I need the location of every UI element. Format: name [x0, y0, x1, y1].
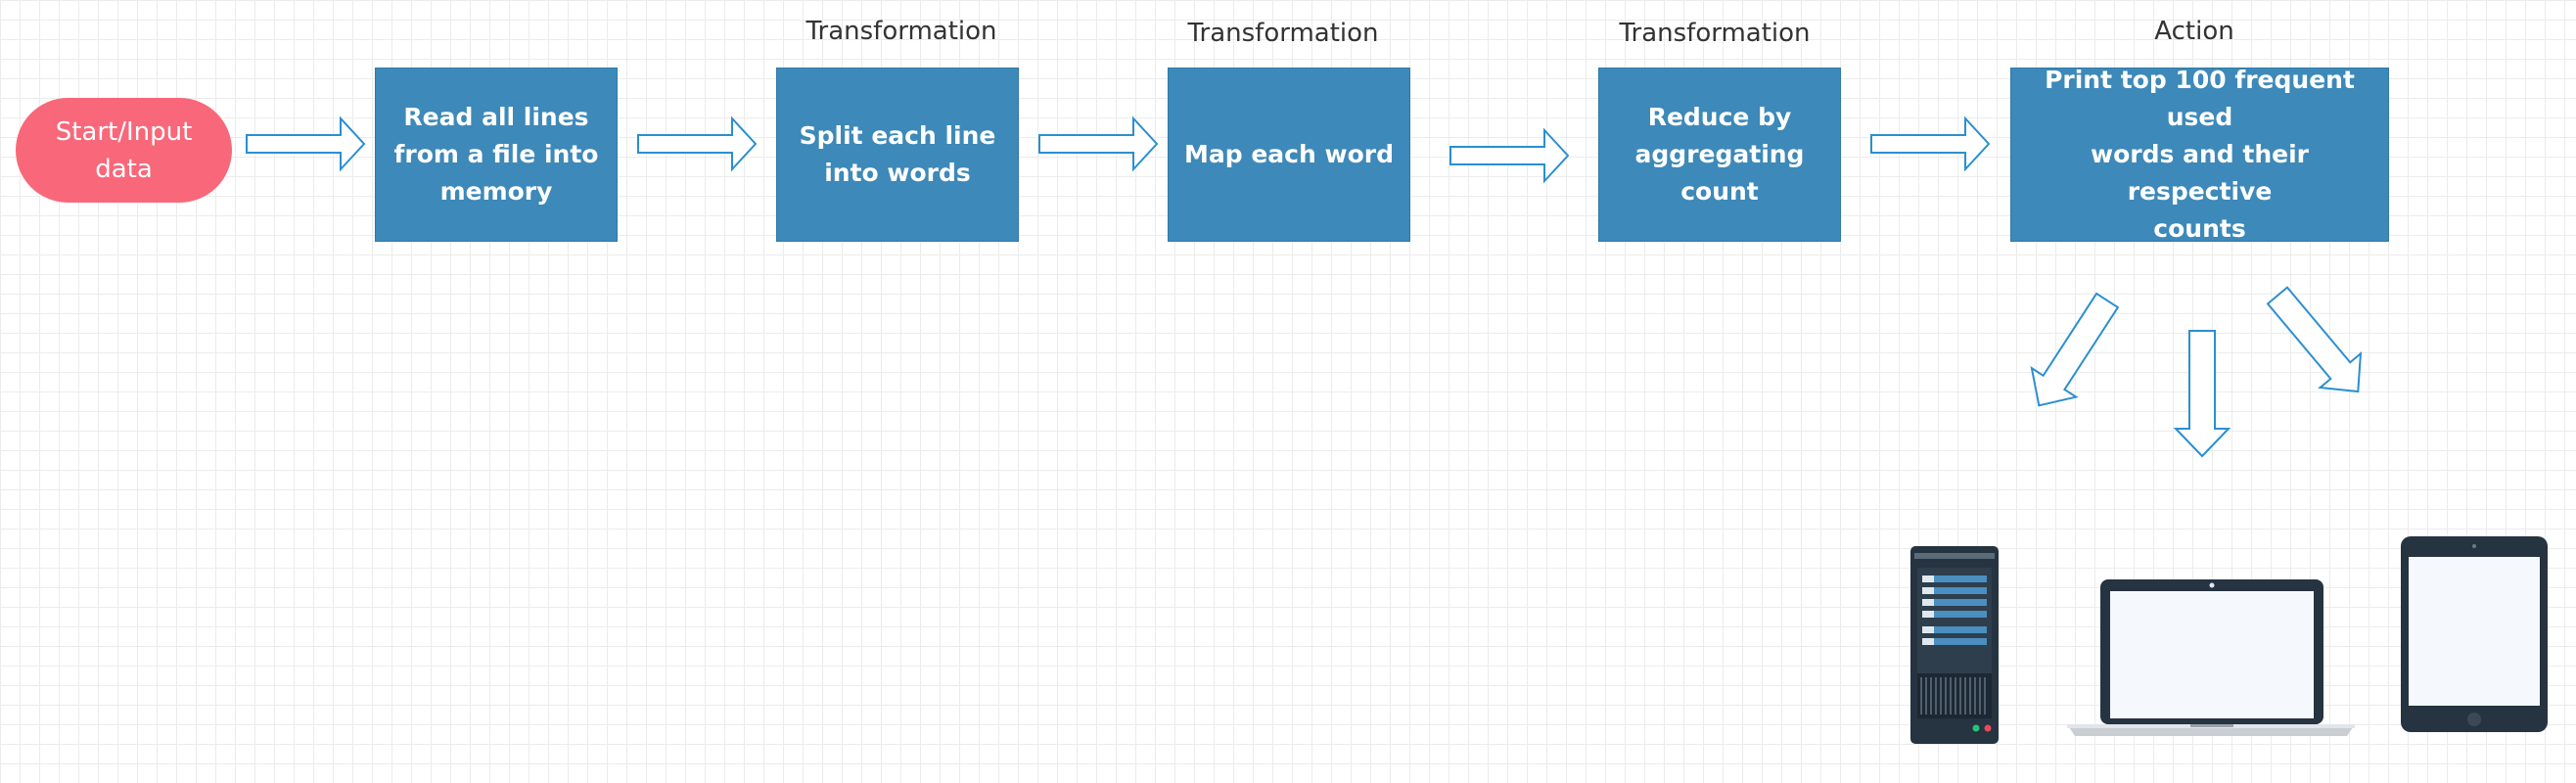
tablet-icon: [2401, 536, 2548, 732]
reduce-count-step: Reduce by aggregating count: [1598, 68, 1841, 242]
arrow-map-to-reduce: [1449, 129, 1569, 182]
stage-label-map: Transformation: [1187, 19, 1379, 48]
stage-label-print: Action: [2154, 17, 2234, 46]
arrow-print-to-tablet: [2256, 277, 2379, 410]
arrow-reduce-to-print: [1870, 117, 1990, 170]
server-tower-icon: [1910, 546, 1999, 744]
start-input-terminal: Start/Input data: [16, 98, 232, 203]
arrow-split-to-map: [1038, 117, 1158, 170]
read-lines-step: Read all lines from a file into memory: [375, 68, 618, 242]
laptop-icon: [2067, 579, 2355, 736]
arrow-print-to-server: [2015, 285, 2131, 422]
arrow-read-to-split: [637, 117, 757, 170]
arrow-print-to-laptop: [2175, 330, 2230, 457]
arrow-start-to-read: [246, 117, 365, 170]
stage-label-split: Transformation: [805, 17, 997, 46]
print-top-words-step: Print top 100 frequent used words and th…: [2010, 66, 2389, 243]
map-words-step: Map each word: [1168, 68, 1410, 242]
split-words-step: Split each line into words: [776, 68, 1019, 242]
stage-label-reduce: Transformation: [1619, 19, 1811, 48]
